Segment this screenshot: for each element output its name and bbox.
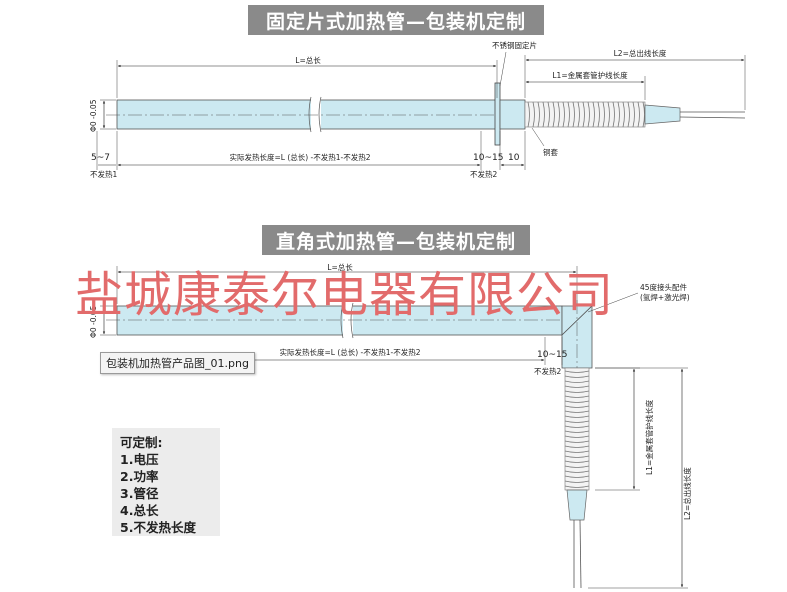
company-watermark: 盐城康泰尔电器有限公司 (75, 267, 615, 323)
metal-hose (524, 101, 646, 128)
diagram-right-angle: L=总长 Φ0 -0.05 45度接头配件 (氩焊+激光焊) 实际发热长度=L … (89, 262, 692, 589)
label-non-heat-1: 不发热1 (90, 169, 117, 179)
diagram-fixed-plate: L=总长 Φ0 -0.05 不锈钢固定片 L2=总出线长度 L1=金属套管护线长… (89, 40, 746, 179)
label-dim-10: 10 (508, 153, 520, 163)
label-dim-10-15: 10~15 (473, 153, 503, 163)
label-bend-note-1: 45度接头配件 (640, 282, 688, 292)
label-total-length-2: L=总长 (327, 262, 353, 272)
option-total-length: 4.总长 (120, 503, 159, 518)
option-tube-diameter: 3.管径 (120, 486, 159, 501)
label-copper-sleeve: 铜套 (543, 147, 558, 157)
label-heating-length-2: 实际发热长度=L (总长) -不发热1-不发热2 (279, 347, 420, 357)
label-diameter-2: Φ0 -0.05 (89, 305, 98, 338)
label-stainless-plate: 不锈钢固定片 (492, 40, 537, 50)
heater-tube-horizontal (116, 305, 563, 336)
label-lead-length: L2=总出线长度 (614, 48, 667, 58)
label-heating-length: 实际发热长度=L (总长) -不发热1-不发热2 (229, 152, 370, 162)
label-diameter: Φ0 -0.05 (89, 99, 98, 132)
label-non-heat-2: 不发热2 (470, 169, 497, 179)
option-non-heating-length: 5.不发热长度 (120, 520, 196, 535)
metal-hose-vertical (564, 367, 590, 491)
copper-sleeve (499, 99, 526, 130)
file-name-tooltip: 包装机加热管产品图_01.png (100, 352, 255, 374)
heater-tube (116, 99, 498, 130)
option-power: 2.功率 (120, 469, 159, 484)
stainless-fixing-plate (494, 82, 501, 146)
label-total-length: L=总长 (295, 55, 321, 65)
title-right-angle-heater: 直角式加热管—包装机定制 (262, 225, 530, 255)
title-fixed-plate-heater: 固定片式加热管—包装机定制 (248, 5, 544, 35)
option-voltage: 1.电压 (120, 452, 159, 467)
label-metal-hose-length: L1=金属套管护线长度 (552, 70, 628, 80)
label-dim-5-7: 5~7 (91, 153, 110, 163)
label-dim-10-15-2: 10~15 (537, 350, 567, 360)
customizable-options-box: 可定制: 1.电压 2.功率 3.管径 4.总长 5.不发热长度 (112, 428, 220, 536)
customizable-heading: 可定制: (120, 435, 163, 450)
label-non-heat-2-2: 不发热2 (534, 366, 561, 376)
label-lead-length-2: L2=总出线长度 (682, 467, 692, 520)
label-bend-note-2: (氩焊+激光焊) (640, 292, 690, 302)
label-metal-hose-length-2: L1=金属套管护线长度 (644, 399, 654, 475)
